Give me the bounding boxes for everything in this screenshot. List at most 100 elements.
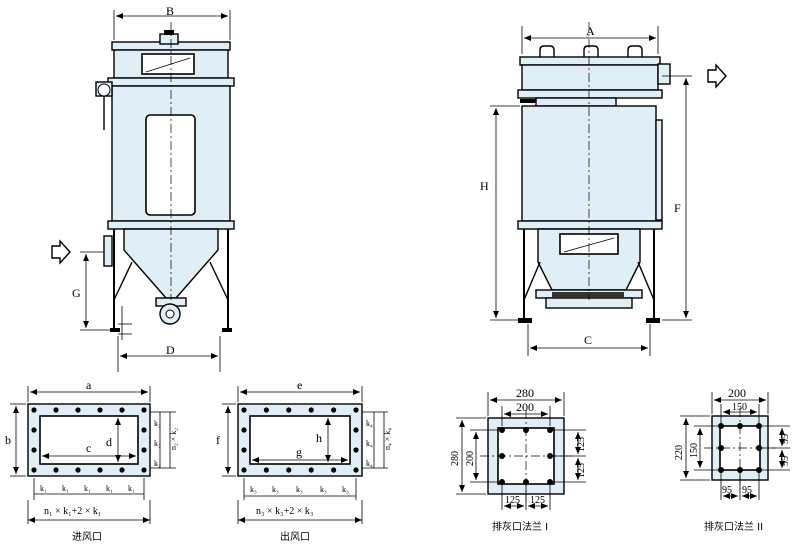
inlet-k2-bottom: k₂ [154,459,161,468]
outlet-caption: 出风口 [280,530,310,543]
discharge-flange-2: 200 150 220 150 95 95 95 95 排灰口法兰 II [674,386,791,533]
bolt-hole [353,407,359,413]
outlet-bolt-holes [241,407,359,473]
bolt-hole [75,407,81,413]
outlet-k3-2: k₃ [272,485,279,494]
inlet-flange-opening [39,415,139,465]
outlet-n4k4: n₄ × k₄ [383,428,392,450]
outlet-k3-4: k₃ [320,485,327,494]
flange2-h220: 220 [674,445,685,460]
inlet-dim-a: a [86,378,92,392]
outlet-k4-mid: k₄ [366,439,373,448]
outlet-flow-arrow [707,63,727,89]
bolt-hole [31,427,37,433]
bolt-hole [308,467,314,473]
flange2-r95b: 95 [780,456,791,466]
flange2-caption: 排灰口法兰 II [704,520,763,533]
bolt-hole [141,407,147,413]
flange1-w280: 280 [516,386,534,400]
dim-label-H: H [480,179,489,193]
dim-label-G: G [72,286,81,300]
inlet-pipe [103,235,113,267]
handle-right [627,45,643,57]
bolt-hole [286,467,292,473]
inlet-k1-5: k₁ [128,484,135,493]
bolt-hole [53,467,59,473]
inlet-dim-c: c [86,441,91,455]
inlet-dim-b: b [5,433,11,447]
top-handle [159,33,179,45]
handle-left [539,45,555,57]
inlet-bolt-holes [31,407,147,473]
inlet-k1-2: k₁ [62,484,69,493]
flange1-h200: 200 [465,451,476,466]
top-handle-knob [164,30,174,35]
dim-label-B: B [166,4,174,18]
outlet-k3-1: k₃ [250,485,257,494]
bolt-hole [119,407,125,413]
bolt-hole [141,447,147,453]
flange1-w200: 200 [516,400,534,414]
inlet-n2k2: n₂ × k₂ [169,428,178,450]
bolt-hole [331,467,337,473]
side-right-plate [655,119,663,221]
inlet-caption: 进风口 [72,531,102,543]
inspection-window [145,114,196,216]
flange2-b95a: 95 [722,485,732,496]
bolt-hole [353,427,359,433]
outlet-formula: n₃ × k₃+2 × k₃ [256,506,313,517]
bolt-hole [353,467,359,473]
inlet-dim-d: d [106,435,112,449]
outlet-dim-f: f [216,433,220,447]
bolt-hole [241,407,247,413]
dim-label-F: F [674,201,681,215]
side-top-chamber [521,64,659,91]
flange1-caption: 排灰口法兰 I [492,520,548,533]
inlet-k2-top: k₂ [154,419,161,428]
bolt-hole [308,407,314,413]
bolt-hole [241,427,247,433]
handle-center [583,45,599,57]
outlet-pipe [657,63,671,85]
inlet-formula: n₁ × k₁+2 × k₁ [44,506,101,517]
bolt-hole [331,407,337,413]
discharge-flange-1: 280 200 280 200 125 125 125 125 排灰口法兰 I [450,386,587,533]
flange2-h150: 150 [689,443,700,458]
inlet-k1-1: k₁ [40,484,47,493]
outlet-dim-e: e [297,378,302,392]
inlet-k1-4: k₁ [106,484,113,493]
flange1-b125b: 125 [530,495,545,506]
flange1-r125a: 125 [576,437,587,452]
bolt-hole [53,407,59,413]
inlet-flow-arrow [51,239,71,265]
flange2-r95a: 95 [780,434,791,444]
front-view: B G D [51,4,235,372]
inlet-k1-3: k₁ [84,484,91,493]
bolt-hole [286,407,292,413]
outlet-k4-top: k₄ [366,419,373,428]
dim-label-C: C [584,333,592,347]
bolt-hole [263,467,269,473]
bolt-hole [141,467,147,473]
dim-label-D: D [166,343,175,357]
flange2-w200: 200 [728,386,746,400]
bolt-hole [97,407,103,413]
flange1-b125a: 125 [505,495,520,506]
bolt-hole [31,407,37,413]
outlet-k4-bottom: k₄ [366,459,373,468]
side-upper-flange [517,89,663,99]
bolt-hole [241,447,247,453]
outlet-k3-5: k₃ [342,485,349,494]
inlet-k2-mid: k₂ [154,439,161,448]
side-view: A H F C [480,22,727,356]
side-rail [535,97,617,107]
side-lower-flange [517,220,663,230]
inlet-flange: a b c d k₂ k₂ k₂ n₂ × k₂ k₁ k₁ k₁ k₁ k₁ … [5,378,178,543]
flange2-b95b: 95 [742,485,752,496]
bolt-hole [141,427,147,433]
outlet-flange-opening [249,415,351,465]
flange2-w150: 150 [732,402,747,413]
flange1-r125b: 125 [576,463,587,478]
flange1-h280: 280 [450,451,461,466]
